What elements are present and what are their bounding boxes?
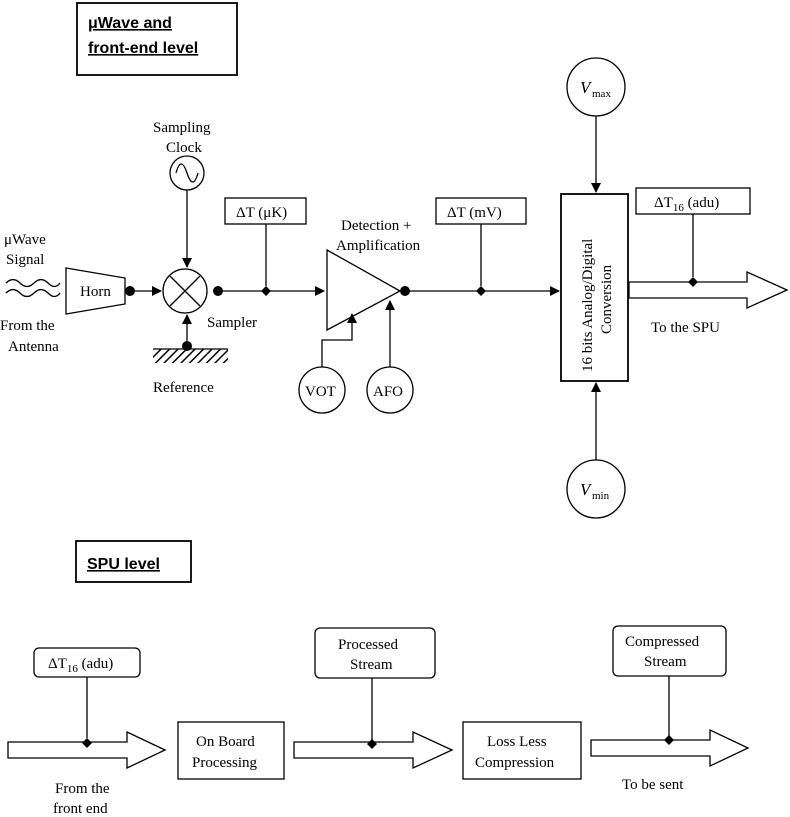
sine-clock-icon bbox=[169, 155, 205, 191]
adc-label-line1: 16 bits Analog/Digital bbox=[580, 239, 596, 372]
from-front-end-line2: front end bbox=[53, 801, 108, 817]
dt16-label-box: ΔT16 (adu) bbox=[635, 187, 751, 215]
from-front-end-line1: From the bbox=[55, 781, 110, 797]
mixer-symbol bbox=[162, 268, 208, 314]
compressed-stream-label-box: Compressed Stream bbox=[612, 625, 727, 677]
on-board-processing-block: On Board Processing bbox=[177, 721, 285, 780]
afo-label: AFO bbox=[373, 384, 403, 400]
signal-label-line2: Signal bbox=[6, 252, 44, 268]
spu-dt16-label: ΔT bbox=[48, 656, 67, 672]
to-be-sent-label: To be sent bbox=[622, 777, 684, 793]
svg-text:ΔT16 (adu): ΔT16 (adu) bbox=[48, 656, 113, 675]
reference-ground-hatch bbox=[153, 349, 228, 363]
from-antenna-line2: Antenna bbox=[8, 339, 59, 355]
wavy-signal-icon bbox=[5, 278, 61, 298]
vmin-circle: V min bbox=[566, 459, 626, 519]
processed-line2: Stream bbox=[350, 657, 393, 673]
dt-mv-label: ΔT (mV) bbox=[447, 205, 502, 221]
processed-stream-label-box: Processed Stream bbox=[314, 627, 436, 679]
sampler-label: Sampler bbox=[207, 315, 257, 331]
dt16-unit: (adu) bbox=[684, 195, 719, 211]
spu-dt16-unit: (adu) bbox=[78, 656, 113, 672]
signal-label-line1: μWave bbox=[4, 232, 46, 248]
adc-label-line2: Conversion bbox=[599, 264, 615, 334]
frontend-title-line1: μWave and bbox=[88, 15, 172, 32]
lossless-line1: Loss Less bbox=[487, 734, 547, 750]
vmax-label: V bbox=[580, 78, 593, 97]
detection-line1: Detection + bbox=[341, 218, 412, 234]
dt-uk-label: ΔT (μK) bbox=[236, 205, 287, 221]
processed-line1: Processed bbox=[338, 637, 398, 653]
compressed-line1: Compressed bbox=[625, 634, 700, 650]
to-spu-label: To the SPU bbox=[651, 320, 720, 336]
spu-dt16-subscript: 16 bbox=[67, 663, 79, 675]
compressed-line2: Stream bbox=[644, 654, 687, 670]
vmax-subscript: max bbox=[592, 88, 611, 100]
spu-dt16-label-box: ΔT16 (adu) bbox=[33, 647, 141, 678]
svg-text:ΔT16 (adu): ΔT16 (adu) bbox=[654, 195, 719, 214]
horn-label: Horn bbox=[80, 284, 111, 300]
spu-title-box: SPU level bbox=[75, 540, 192, 583]
spu-title: SPU level bbox=[87, 556, 160, 573]
reference-label: Reference bbox=[153, 380, 214, 396]
vot-label: VOT bbox=[305, 384, 336, 400]
sampling-clock-line2: Clock bbox=[166, 140, 202, 156]
onboard-line2: Processing bbox=[192, 755, 257, 771]
from-antenna-line1: From the bbox=[0, 318, 55, 334]
processed-block-arrow bbox=[293, 730, 454, 770]
amplifier-triangle bbox=[326, 248, 402, 332]
loss-less-compression-block: Loss Less Compression bbox=[462, 721, 582, 780]
lossless-line2: Compression bbox=[475, 755, 555, 771]
dt-mv-label-box: ΔT (mV) bbox=[435, 197, 527, 225]
frontend-title-box: μWave and front-end level bbox=[76, 2, 238, 76]
horn-block: Horn bbox=[65, 267, 126, 315]
detection-line2: Amplification bbox=[336, 238, 421, 254]
vmin-subscript: min bbox=[592, 490, 610, 502]
sampling-clock-line1: Sampling bbox=[153, 120, 211, 136]
onboard-line1: On Board bbox=[196, 734, 255, 750]
dt-uk-label-box: ΔT (μK) bbox=[224, 197, 307, 225]
adc-block: 16 bits Analog/Digital Conversion bbox=[560, 193, 629, 382]
vmin-label: V bbox=[580, 480, 593, 499]
frontend-title-line2: front-end level bbox=[88, 40, 198, 57]
vmax-circle: V max bbox=[566, 57, 626, 117]
output-block-arrow bbox=[628, 270, 789, 310]
compressed-block-arrow bbox=[590, 728, 750, 768]
spu-input-block-arrow bbox=[7, 730, 167, 770]
dt16-subscript: 16 bbox=[673, 202, 685, 214]
dt16-label: ΔT bbox=[654, 195, 673, 211]
